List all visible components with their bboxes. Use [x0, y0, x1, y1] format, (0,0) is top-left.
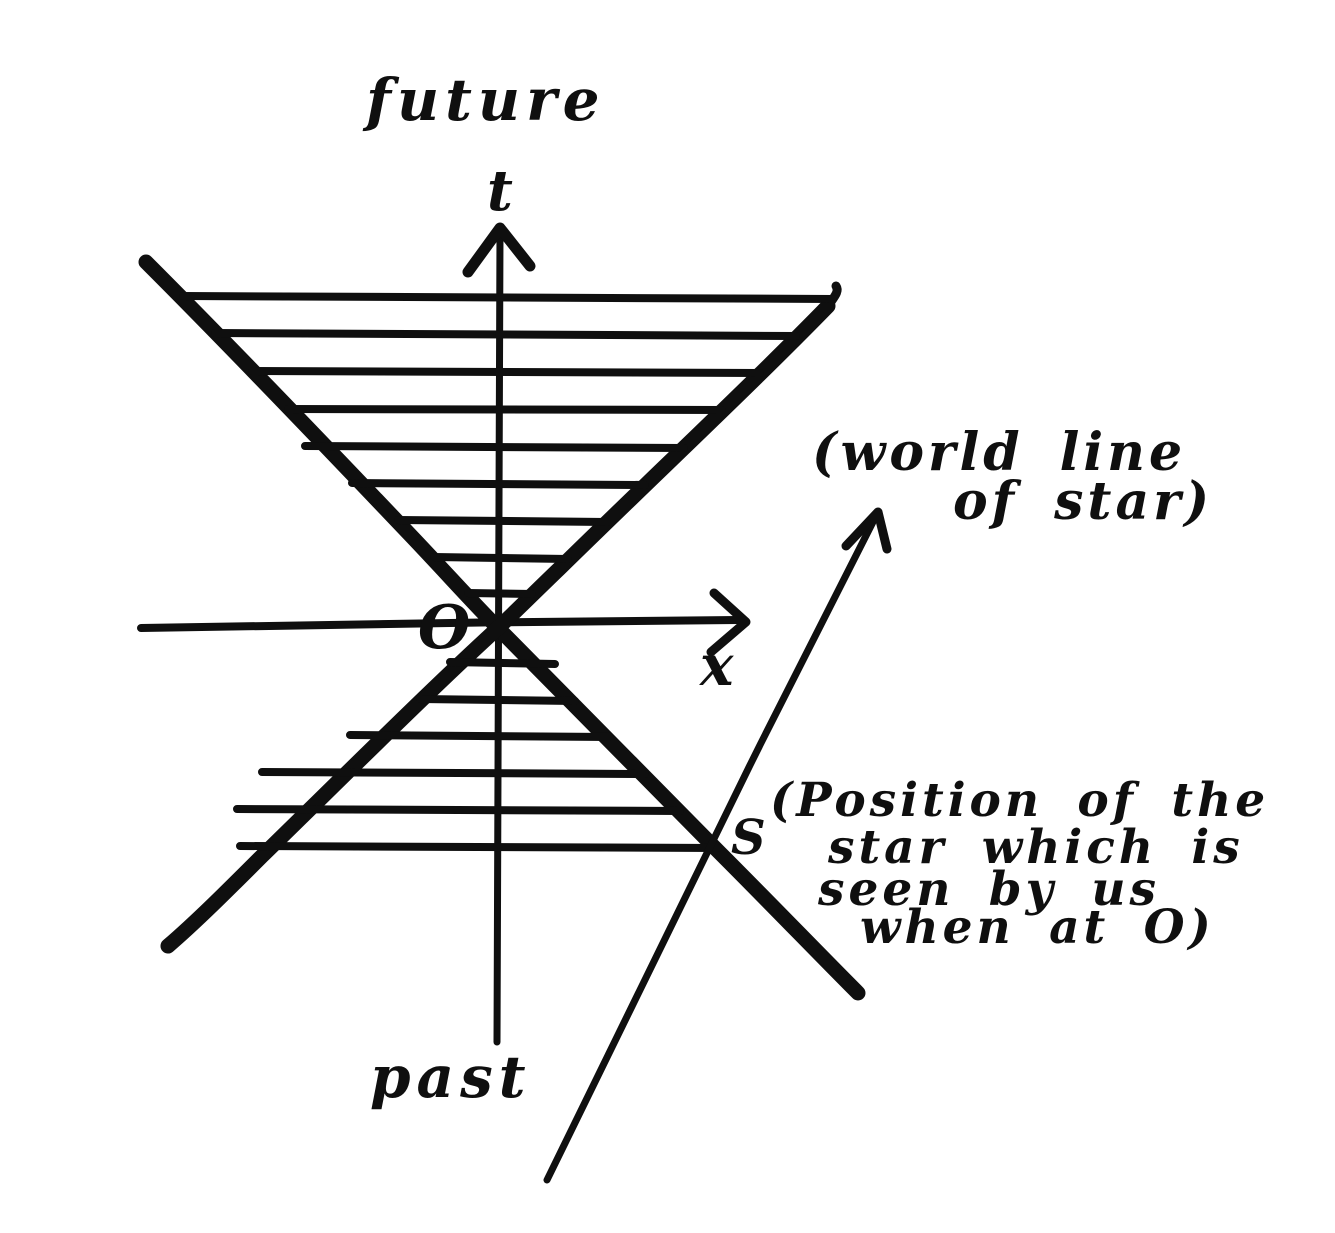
hatch-line-upper: [179, 292, 837, 303]
world-line-arrowhead-icon: [841, 507, 892, 554]
hatch-line-upper: [301, 442, 688, 452]
star-position-annotation-line1: (Position of the: [770, 773, 1269, 828]
hatch-line-upper: [211, 329, 800, 340]
world-line-annotation: (world line of star): [812, 422, 1213, 532]
star-point-label: S: [731, 810, 770, 866]
hatch-line-upper: [248, 367, 764, 377]
lightcone-edge-upperright-to-lowerleft: [160, 298, 836, 954]
world-line-annotation-line2: of star): [953, 471, 1213, 532]
hatch-line-lower: [258, 768, 649, 778]
star-position-annotation-line3: seen by us: [817, 862, 1160, 917]
upper-cone-hatching: [179, 292, 837, 598]
future-label: future: [362, 66, 606, 134]
hatch-line-upper: [464, 589, 536, 598]
hatch-line-lower: [233, 805, 684, 815]
past-label: past: [370, 1043, 532, 1111]
x-axis: [137, 616, 742, 632]
lower-cone-hatching: [233, 658, 722, 852]
hatch-line-upper: [394, 516, 611, 526]
hatch-line-lower: [346, 731, 614, 741]
hatch-line-upper: [284, 405, 726, 414]
hatch-line-upper: [348, 479, 649, 489]
world-line-annotation-line1: (world line: [812, 422, 1186, 483]
star-position-annotation-line2: star which is: [827, 820, 1244, 875]
world-line: [543, 510, 881, 1184]
star-position-annotation-line4: when at O): [860, 900, 1215, 955]
hatch-line-lower: [416, 695, 579, 705]
t-axis-label: t: [487, 158, 517, 224]
origin-label: O: [418, 593, 474, 663]
t-axis-arrowhead-icon: [462, 222, 536, 278]
x-axis-arrowhead-icon: [706, 588, 751, 657]
hatch-line-lower: [446, 658, 559, 668]
x-axis-label: x: [699, 633, 737, 699]
hatch-line-upper: [430, 553, 572, 563]
star-position-annotation: (Position of the star which is seen by u…: [770, 773, 1269, 955]
t-axis: [493, 228, 504, 1046]
hatch-line-lower: [236, 842, 722, 852]
